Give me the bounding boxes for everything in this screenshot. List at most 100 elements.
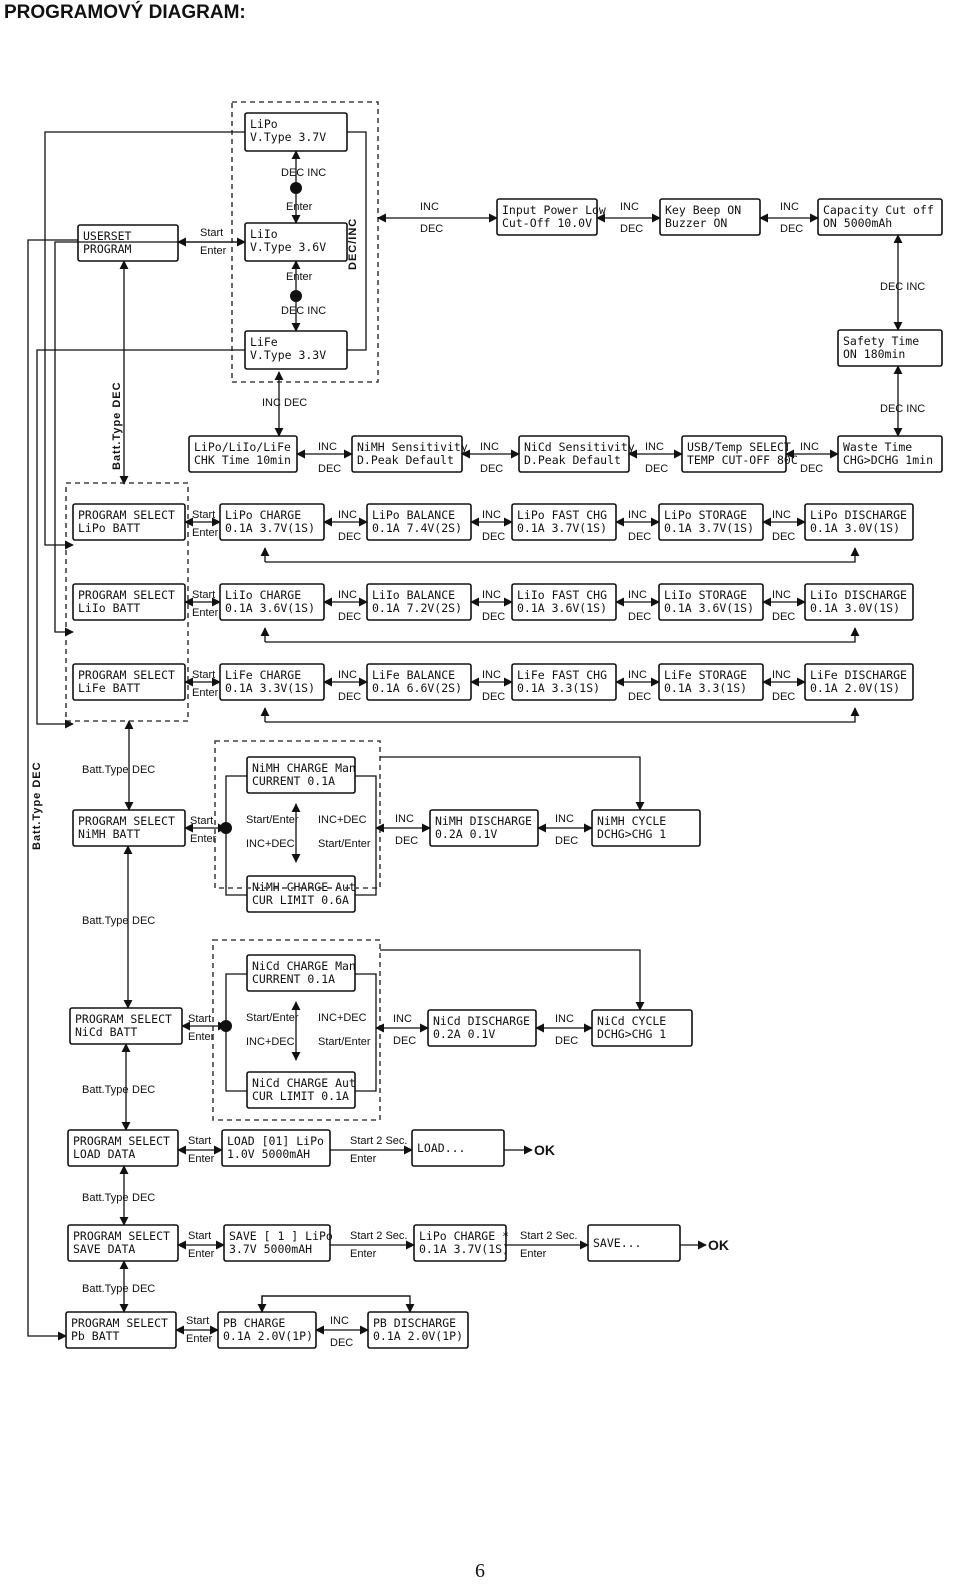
connector-line: [355, 973, 377, 1092]
flow-label: DEC/INC: [347, 218, 359, 270]
flow-label: Start: [200, 227, 223, 239]
lcd-line: PB CHARGE: [223, 1316, 285, 1330]
lcd-line: NiMH BATT: [78, 827, 140, 841]
lcd-line: LiFe: [250, 335, 278, 349]
flow-label: INC: [628, 589, 647, 601]
lcd-line: LiFe STORAGE: [664, 668, 747, 682]
lcd-line: PROGRAM SELECT: [75, 1012, 172, 1026]
flow-label: Start: [192, 589, 215, 601]
lcd-line: Input Power Low: [502, 203, 606, 217]
lcd-line: 3.7V 5000mAH: [229, 1242, 312, 1256]
lcd-line: SAVE [ 1 ] LiPo: [229, 1229, 333, 1243]
flow-label: Start 2 Sec.: [520, 1230, 577, 1242]
flow-label: INC: [338, 589, 357, 601]
lcd-line: V.Type 3.7V: [250, 130, 326, 144]
flow-label: Enter: [200, 245, 227, 257]
flow-label: Start: [192, 509, 215, 521]
lcd-line: LiPo: [250, 117, 278, 131]
lcd-line: Pb BATT: [71, 1329, 120, 1343]
lcd-line: 0.1A 2.0V(1P): [373, 1329, 463, 1343]
flow-label: DEC: [482, 691, 505, 703]
flow-label: INC+DEC: [318, 1012, 367, 1024]
flow-label: DEC: [628, 691, 651, 703]
lcd-line: LiIo BALANCE: [372, 588, 455, 602]
lcd-line: LiIo STORAGE: [664, 588, 747, 602]
lcd-line: DCHG>CHG 1: [597, 827, 666, 841]
lcd-line: LiFe DISCHARGE: [810, 668, 907, 682]
flow-label: INC: [645, 441, 664, 453]
flow-label: INC: [482, 509, 501, 521]
dashed-group-frame: [214, 740, 381, 889]
flow-label: Batt.Type DEC: [31, 761, 43, 850]
lcd-line: PB DISCHARGE: [373, 1316, 456, 1330]
lcd-line: NiMH DISCHARGE: [435, 814, 532, 828]
flow-label: DEC: [132, 1283, 155, 1295]
connector-line: [225, 828, 247, 896]
flow-label: Enter: [286, 271, 313, 283]
flow-label: Batt.Type: [82, 764, 128, 776]
page-number: 6: [475, 1560, 485, 1582]
flow-label: Enter: [350, 1153, 377, 1165]
lcd-line: LiPo CHARGE: [225, 508, 301, 522]
lcd-line: LiPo BATT: [78, 521, 140, 535]
flow-label: DEC: [628, 531, 651, 543]
lcd-line: SAVE DATA: [73, 1242, 135, 1256]
flow-label: DEC: [772, 531, 795, 543]
lcd-line: 1.0V 5000mAH: [227, 1147, 310, 1161]
connector-line: [27, 239, 78, 1341]
flow-label: DEC: [772, 611, 795, 623]
lcd-line: LiIo DISCHARGE: [810, 588, 907, 602]
lcd-line: LiPo DISCHARGE: [810, 508, 907, 522]
lcd-line: PROGRAM SELECT: [78, 508, 175, 522]
flow-label: DEC INC: [880, 281, 925, 293]
connector-line: [44, 131, 245, 550]
flow-label: Batt.Type: [82, 1192, 128, 1204]
lcd-line: PROGRAM SELECT: [78, 814, 175, 828]
lcd-line: LiIo BATT: [78, 601, 140, 615]
lcd-line: 0.1A 3.7V(1S): [664, 521, 754, 535]
flow-label: INC: [482, 589, 501, 601]
flow-label: Start: [192, 669, 215, 681]
lcd-line: CUR LIMIT 0.6A: [252, 893, 349, 907]
flow-label: DEC INC: [880, 403, 925, 415]
lcd-line: V.Type 3.3V: [250, 348, 326, 362]
lcd-line: 0.1A 3.6V(1S): [664, 601, 754, 615]
lcd-line: LiIo FAST CHG: [517, 588, 607, 602]
flow-label: DEC INC: [281, 305, 326, 317]
flow-label: DEC: [338, 611, 361, 623]
flow-label: DEC: [628, 611, 651, 623]
flow-label: DEC: [420, 223, 443, 235]
page-title: PROGRAMOVÝ DIAGRAM:: [4, 2, 246, 23]
lcd-line: LiPo BALANCE: [372, 508, 455, 522]
connector-line: [54, 241, 245, 637]
flow-label: Batt.Type DEC: [111, 381, 123, 470]
flow-label: INC: [628, 509, 647, 521]
lcd-line: 0.1A 3.0V(1S): [810, 601, 900, 615]
lcd-line: V.Type 3.6V: [250, 240, 326, 254]
lcd-line: CHK Time 10min: [194, 453, 291, 467]
lcd-line: TEMP CUT-OFF 80C: [687, 453, 798, 467]
flow-label: Batt.Type: [82, 915, 128, 927]
flow-label: Start/Enter: [246, 1012, 299, 1024]
lcd-screen-save-lipo-charge: LiPo CHARGE *0.1A 3.7V(1S): [413, 1224, 509, 1262]
lcd-line: CUR LIMIT 0.1A: [252, 1089, 349, 1103]
flow-label: Enter: [192, 607, 219, 619]
